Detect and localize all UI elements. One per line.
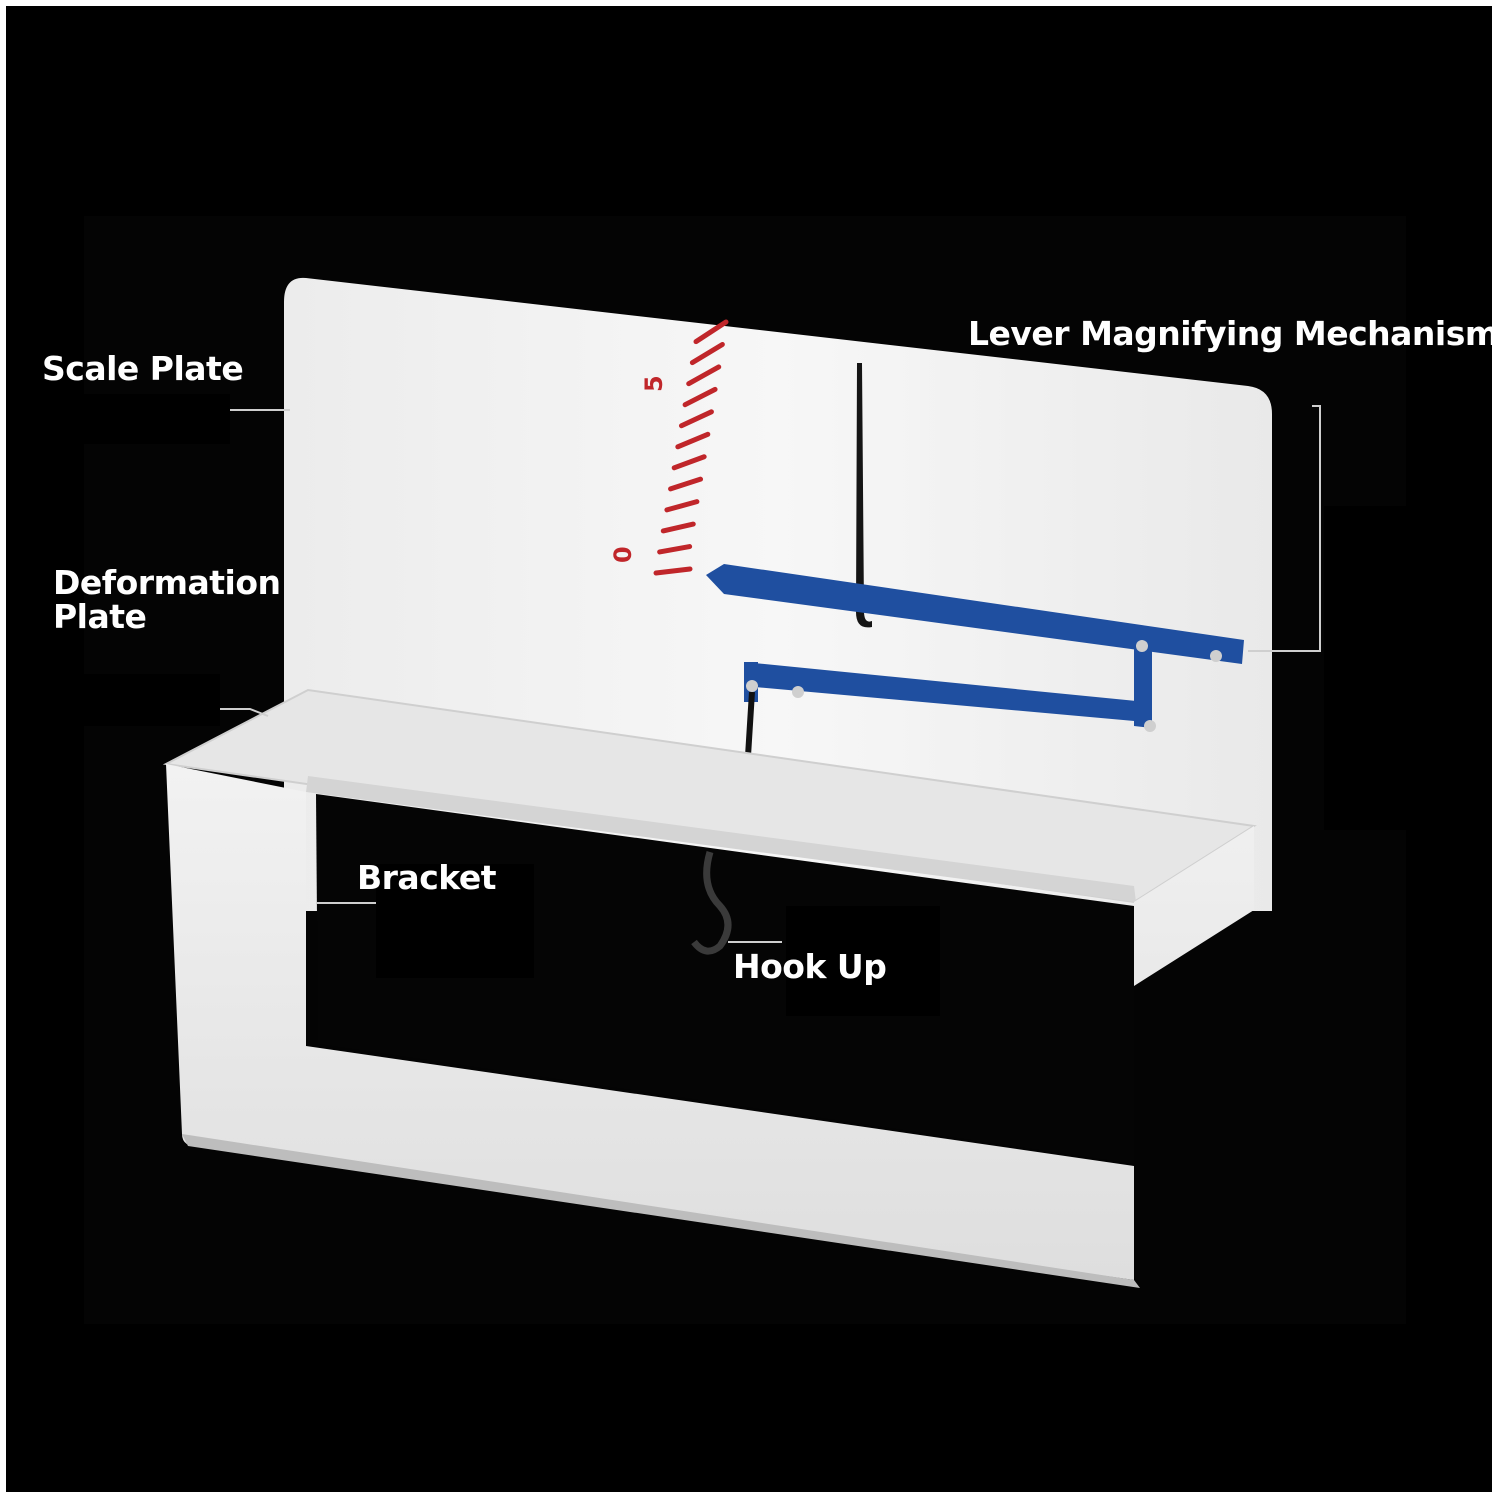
scale-tick (668, 476, 704, 492)
deformation-plate-edge (306, 776, 1136, 902)
figure-frame: 0 5 (6, 6, 1492, 1492)
label-deformation-plate-line1: Deformation (53, 563, 281, 602)
leader-deformation-plate (220, 708, 269, 717)
scale-tick (675, 431, 711, 450)
apparatus-illustration: 0 5 (84, 216, 1406, 1324)
label-scale-plate: Scale Plate (42, 349, 244, 388)
scale-tick (660, 521, 696, 534)
lever-right-link (1134, 646, 1152, 728)
scale-ticks (653, 319, 729, 576)
pointer-rod (856, 363, 872, 628)
label-hook-up: Hook Up (733, 947, 887, 986)
label-bracket: Bracket (357, 858, 496, 897)
label-deformation-plate: Deformation Plate (53, 563, 281, 636)
scale-tick (664, 499, 700, 513)
scale-tick (678, 409, 714, 429)
scale-tick (671, 454, 707, 471)
lever-upper-arm (706, 564, 1244, 664)
scale-tick (693, 319, 729, 345)
bracket-bottom-edge (182, 1134, 1140, 1288)
scale-mid-label: 5 (640, 375, 668, 392)
scale-tick (653, 566, 693, 576)
scale-tick (689, 341, 725, 366)
label-backgrounds (84, 394, 1406, 1016)
leader-lever (1248, 405, 1321, 652)
label-deformation-plate-line2: Plate (53, 597, 147, 636)
bracket (166, 764, 1254, 1280)
scale-tick (686, 364, 722, 387)
scale-tick (682, 386, 718, 408)
scale-tick (657, 544, 693, 555)
hook (691, 851, 732, 955)
lever-lower-arm (744, 662, 1146, 722)
lever-screws (746, 640, 1222, 732)
label-lever-mechanism: Lever Magnifying Mechanism (968, 314, 1492, 353)
leader-lines (220, 405, 1321, 943)
scale-min-label: 0 (609, 546, 637, 563)
